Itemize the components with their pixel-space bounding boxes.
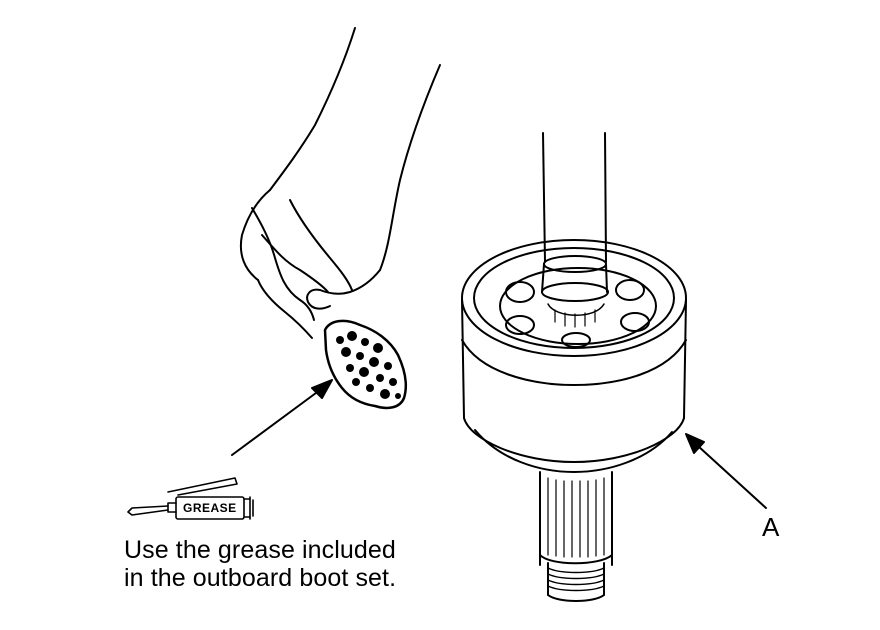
hand-drawing [239,27,441,339]
grease-tube-label: GREASE [183,501,237,515]
caption-line-1: Use the grease included [124,536,396,564]
grease-tube-icon [127,477,254,520]
cv-joint [461,132,687,602]
part-label-a: A [762,512,780,542]
grease-blob [323,319,407,410]
arrow-to-part-a [685,433,767,509]
arrow-to-grease [231,379,333,456]
caption-line-2: in the outboard boot set. [124,564,397,592]
